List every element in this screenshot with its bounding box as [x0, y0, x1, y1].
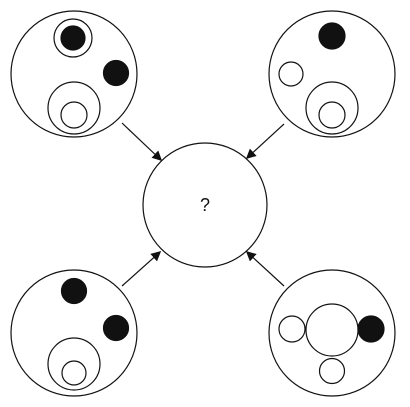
arrow-bottom-left-to-center [121, 250, 162, 287]
panel-top-right-ring-small [318, 101, 346, 129]
arrow-bottom-right-to-center [245, 250, 285, 287]
panel-bottom-left [10, 269, 138, 397]
panel-top-right [268, 10, 396, 138]
panel-top-right-black-dot [318, 22, 346, 50]
panel-bottom-right [268, 269, 396, 397]
arrow-top-right-to-center [245, 123, 285, 160]
panel-bottom-right-white-dot-left [278, 315, 306, 343]
question-mark: ? [199, 195, 210, 215]
panel-top-left-outer-circle [10, 10, 138, 138]
panel-top-right-outer-circle [268, 10, 396, 138]
panel-top-right-white-dot [278, 61, 304, 87]
panel-bottom-right-center-ring [305, 303, 359, 357]
panel-bottom-left-black-dot-top [60, 277, 88, 305]
arrow-top-left-to-center [121, 122, 163, 162]
panel-bottom-left-black-dot-right [102, 314, 130, 342]
panel-bottom-left-ring-small [61, 360, 87, 386]
panel-bottom-right-white-dot-bottom [318, 357, 346, 385]
panel-top-left [10, 10, 138, 138]
panel-top-left-black-dot [102, 59, 130, 87]
panel-top-left-ring-inner-black [60, 25, 86, 51]
panel-top-left-ring-small [60, 101, 88, 129]
center-circle [142, 142, 268, 268]
panel-bottom-right-black-dot-right [357, 315, 385, 343]
panel-bottom-left-outer-circle [10, 269, 138, 397]
